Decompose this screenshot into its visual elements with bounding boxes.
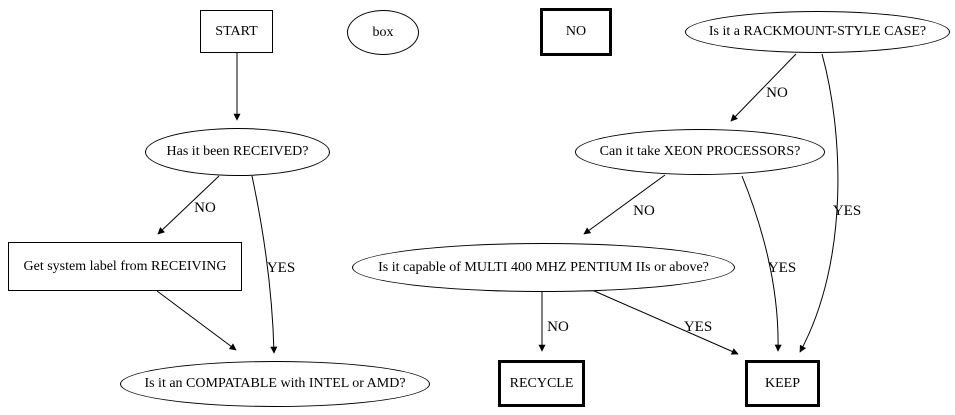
edge-xeon-keep [741, 175, 782, 352]
edge-label-pentium-yes: YES [684, 319, 712, 335]
edge-xeon-pentium [583, 174, 666, 235]
edge-label-pentium-no: NO [547, 319, 569, 335]
node-receiving-step: Get system label from RECEIVING [8, 242, 242, 291]
node-recycle: RECYCLE [498, 360, 585, 407]
node-xeon-question: Can it take XEON PROCESSORS? [575, 129, 825, 175]
node-keep: KEEP [745, 360, 820, 407]
edge-receiving-compatable [156, 290, 237, 351]
edge-label-xeon-no: NO [633, 203, 655, 219]
node-rackmount-question: Is it a RACKMOUNT-STYLE CASE? [685, 11, 950, 53]
node-received-question: Has it been RECEIVED? [145, 128, 330, 176]
edge-rackmount-xeon [730, 53, 797, 122]
edge-received-receiving [157, 175, 220, 235]
node-compatable-question: Is it an COMPATABLE with INTEL or AMD? [120, 361, 430, 407]
node-start: START [200, 10, 273, 53]
node-no: NO [540, 8, 612, 56]
edge-label-received-yes: YES [267, 260, 295, 276]
node-pentium-question: Is it capable of MULTI 400 MHZ PENTIUM I… [352, 243, 735, 292]
edge-label-received-no: NO [194, 200, 216, 216]
edge-received-compatable [251, 175, 278, 354]
edge-label-rackmount-no: NO [766, 85, 788, 101]
edge-label-rackmount-yes: YES [833, 203, 861, 219]
edge-label-xeon-yes: YES [768, 260, 796, 276]
node-box: box [347, 10, 419, 55]
edge-pentium-keep [591, 289, 739, 355]
edge-rackmount-keep [799, 53, 839, 353]
